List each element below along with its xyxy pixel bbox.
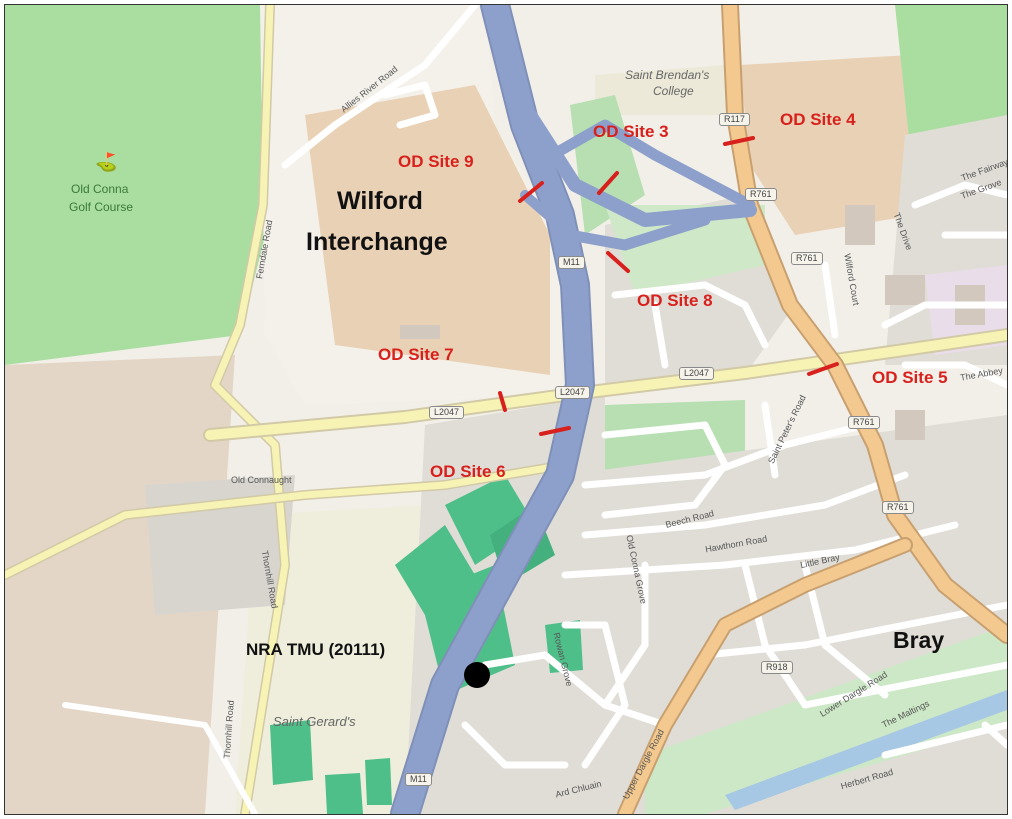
od-site-8-label: OD Site 8 [637, 291, 713, 310]
town-label: Bray [893, 627, 945, 653]
od-site-3-label: OD Site 3 [593, 122, 669, 141]
sports-pitch [395, 525, 475, 615]
river [725, 690, 1007, 810]
road-shield-l2047-a: L2047 [429, 406, 465, 419]
interchange-label-line2: Interchange [306, 228, 448, 256]
road-shield-r918: R918 [761, 661, 793, 674]
road-shield-r761-c: R761 [848, 416, 880, 429]
road-shield-r117: R117 [719, 113, 750, 126]
interchange-label: Wilford [337, 187, 423, 215]
map[interactable]: M11 M11 L2047 L2047 L2047 R761 R761 R761… [4, 4, 1008, 815]
street-label: Old Connaught [231, 475, 292, 485]
counter-dot-icon [464, 662, 490, 688]
college-label-line2: College [653, 84, 694, 98]
road-shield-r761-b: R761 [791, 252, 823, 265]
od-site-5-marker [807, 362, 839, 376]
od-site-9-marker [518, 181, 544, 203]
road-shield-r761-d: R761 [882, 501, 914, 514]
od-site-3-marker [597, 171, 619, 195]
commercial-area [305, 85, 550, 375]
counter-label: NRA TMU (20111) [246, 640, 386, 659]
od-site-8-marker [606, 251, 630, 273]
od-site-6-label: OD Site 6 [430, 462, 506, 481]
road-shield-r761-a: R761 [745, 188, 777, 201]
od-site-4-label: OD Site 4 [780, 110, 856, 129]
road-shield-m11-north: M11 [558, 256, 585, 269]
od-site-5-label: OD Site 5 [872, 368, 948, 387]
od-site-9-label: OD Site 9 [398, 152, 474, 171]
road-shield-l2047-c: L2047 [679, 367, 715, 380]
od-site-6-marker [539, 426, 571, 436]
saint-gerards-label: Saint Gerard's [273, 714, 356, 729]
od-site-7-marker [498, 391, 507, 412]
od-site-7-label: OD Site 7 [378, 345, 454, 364]
golf-course-area [5, 5, 273, 365]
college-label: Saint Brendan's [625, 68, 710, 82]
golf-course-label-line2: Golf Course [69, 200, 134, 214]
road-shield-l2047-b: L2047 [555, 386, 591, 399]
od-site-4-marker [723, 136, 755, 146]
golf-flag-icon: ⛳ [95, 152, 118, 172]
road-shield-m11-south: M11 [405, 773, 432, 786]
map-canvas [5, 5, 1007, 814]
golf-course-label: Old Conna [71, 182, 129, 196]
